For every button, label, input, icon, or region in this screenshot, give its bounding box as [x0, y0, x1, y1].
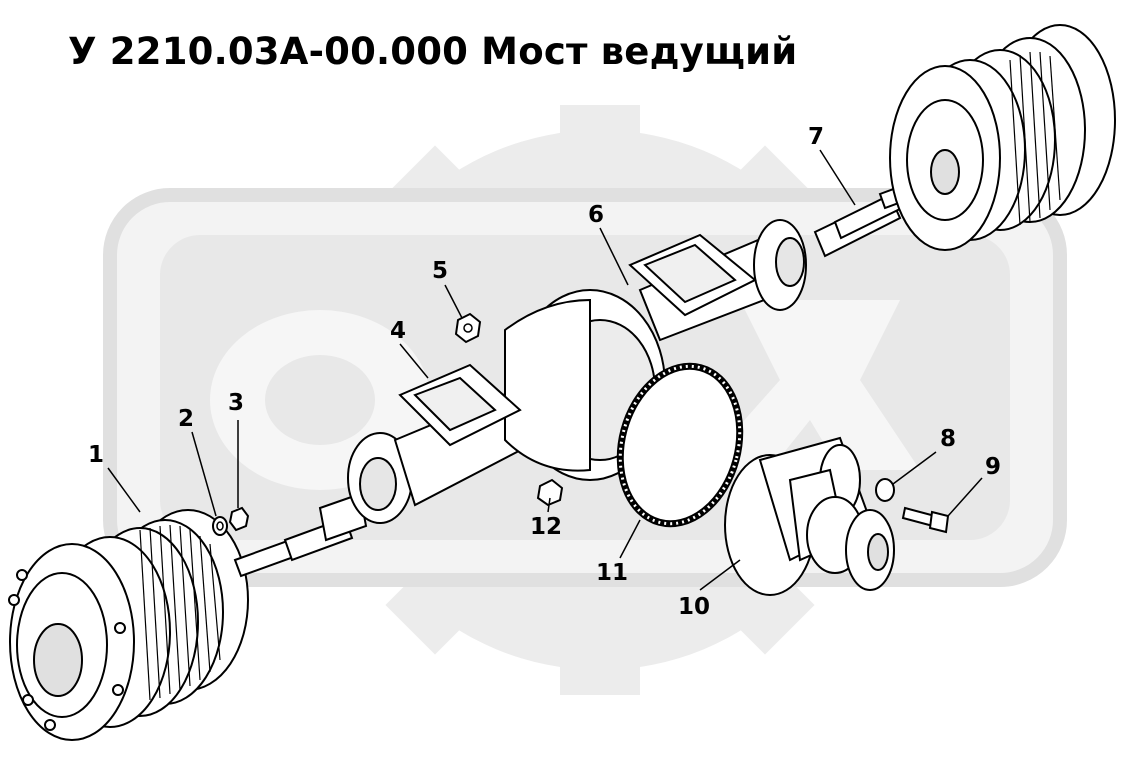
- leader-lines: [107, 149, 983, 591]
- gasket: [616, 362, 744, 528]
- callout-2: 2: [178, 406, 195, 432]
- callout-1: 1: [88, 442, 105, 468]
- callout-7: 7: [808, 124, 825, 150]
- callout-10: 10: [678, 594, 711, 620]
- callout-3: 3: [228, 390, 245, 416]
- nut-3: [228, 506, 250, 532]
- callout-11: 11: [596, 560, 629, 586]
- wheel-hub-left: [8, 509, 249, 741]
- callout-6: 6: [588, 202, 605, 228]
- axle-housing: [347, 219, 807, 524]
- wheel-hub-right: [889, 24, 1116, 251]
- washer-8: [875, 478, 895, 502]
- callout-12: 12: [530, 514, 563, 540]
- callout-9: 9: [985, 454, 1002, 480]
- page-title: У 2210.03А-00.000 Мост ведущий: [68, 30, 798, 73]
- differential-reducer: [724, 436, 895, 596]
- callout-4: 4: [390, 318, 407, 344]
- callout-5: 5: [432, 258, 449, 284]
- bolt-9: [901, 506, 950, 534]
- callout-8: 8: [940, 426, 957, 452]
- nut-12: [536, 478, 564, 507]
